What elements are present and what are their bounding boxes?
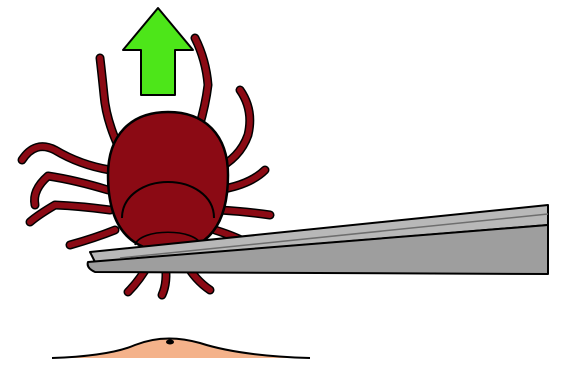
tick-body bbox=[108, 112, 228, 252]
skin-bump bbox=[52, 338, 310, 358]
bite-mark bbox=[166, 340, 174, 345]
arrow-up-icon bbox=[123, 8, 193, 95]
